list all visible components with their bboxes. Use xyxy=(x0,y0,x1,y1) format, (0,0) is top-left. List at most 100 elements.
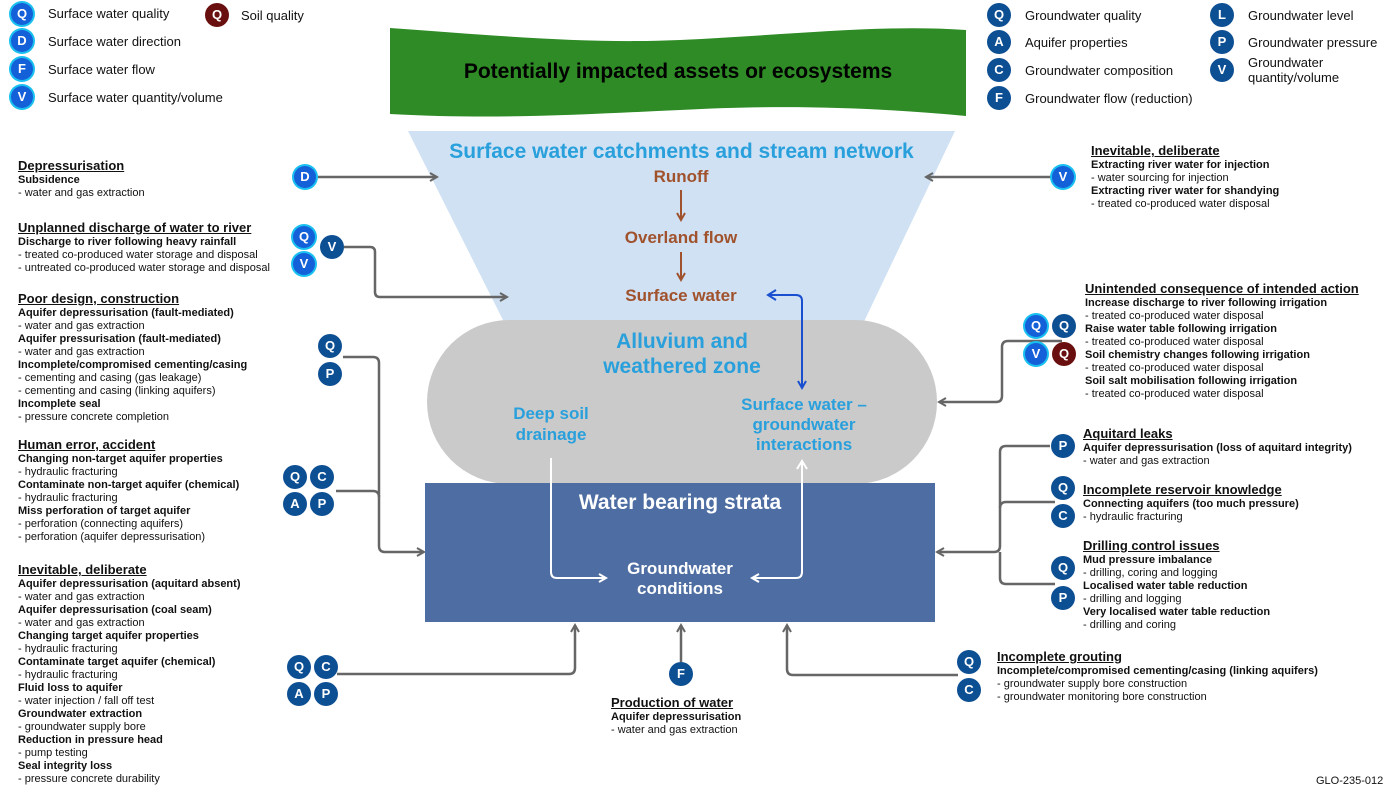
activity: - groundwater supply bore construction xyxy=(997,678,1188,690)
overland-flow-label: Overland flow xyxy=(624,228,738,247)
catchment-title: Surface water catchments and stream netw… xyxy=(449,140,914,163)
impact-badge-p: P xyxy=(1051,434,1075,458)
connector-aquitard xyxy=(937,444,1050,552)
impact-badge-q: Q xyxy=(283,465,307,489)
legend-badge-gw-f: F xyxy=(987,86,1011,110)
activity: - hydraulic fracturing xyxy=(18,643,118,655)
activity: - hydraulic fracturing xyxy=(18,669,118,681)
connector-reservoir xyxy=(998,500,1055,509)
alluvium-title-line1: Alluvium and xyxy=(616,330,748,353)
block-heading: Unplanned discharge of water to river xyxy=(18,220,252,235)
cause: Aquifer pressurisation (fault-mediated) xyxy=(18,333,221,345)
legend-label: Groundwater quality xyxy=(1025,8,1142,23)
block-heading: Incomplete reservoir knowledge xyxy=(1083,482,1282,497)
legend-label: Aquifer properties xyxy=(1025,35,1128,50)
water-bearing-strata-zone xyxy=(425,483,935,622)
impact-badge-a: A xyxy=(283,492,307,516)
activity: - treated co-produced water disposal xyxy=(1091,198,1270,210)
impact-badge-p: P xyxy=(314,682,338,706)
block-heading: Production of water xyxy=(611,695,734,710)
cause: Raise water table following irrigation xyxy=(1085,323,1277,335)
legend-badge-gw-a: A xyxy=(987,30,1011,54)
block-heading: Inevitable, deliberate xyxy=(1091,143,1220,158)
impact-badge-q: Q xyxy=(1025,315,1047,337)
activity: - drilling and coring xyxy=(1083,619,1176,631)
impact-badge-q: Q xyxy=(1051,476,1075,500)
cause: Subsidence xyxy=(18,174,80,186)
activity: - hydraulic fracturing xyxy=(18,466,118,478)
impact-badge-q: Q xyxy=(1052,314,1076,338)
cause: Extracting river water for shandying xyxy=(1091,185,1280,197)
impact-badge-c: C xyxy=(314,655,338,679)
connector-unintended xyxy=(939,339,1062,402)
connector-poor-design xyxy=(343,355,424,552)
connector-unplanned xyxy=(344,245,507,297)
impact-badge-v: V xyxy=(320,235,344,259)
block-heading: Poor design, construction xyxy=(18,291,180,306)
activity: - drilling, coring and logging xyxy=(1083,567,1218,579)
connector-human-error xyxy=(336,489,381,498)
impact-badge-v: V xyxy=(1052,166,1074,188)
cause: Incomplete seal xyxy=(18,398,101,410)
groundwater-conditions-label: Groundwater conditions xyxy=(600,559,760,599)
impact-badge-a: A xyxy=(287,682,311,706)
connector-grouting xyxy=(787,625,958,677)
legend-label: Groundwater level xyxy=(1248,8,1354,23)
cause: Aquifer depressurisation (coal seam) xyxy=(18,604,212,616)
cause: Incomplete/compromised cementing/casing … xyxy=(997,665,1318,677)
cause: Aquifer depressurisation xyxy=(611,711,742,723)
cause: Extracting river water for injection xyxy=(1091,159,1270,171)
cause: Seal integrity loss xyxy=(18,760,113,772)
interaction-gw-arrow xyxy=(752,460,803,578)
legend-label: Groundwater flow (reduction) xyxy=(1025,91,1193,106)
banner-title: Potentially impacted assets or ecosystem… xyxy=(463,60,893,83)
legend-badge-surface-q: Q xyxy=(11,3,33,25)
activity: - hydraulic fracturing xyxy=(18,492,118,504)
cause: Soil chemistry changes following irrigat… xyxy=(1085,349,1310,361)
cause: Aquifer depressurisation (loss of aquita… xyxy=(1083,442,1352,454)
activity: - water sourcing for injection xyxy=(1091,172,1229,184)
activity: - water and gas extraction xyxy=(18,320,145,332)
alluvium-title: Alluvium and weathered zone xyxy=(560,329,804,379)
cause: Connecting aquifers (too much pressure) xyxy=(1083,498,1299,510)
activity: - pressure concrete completion xyxy=(18,411,170,423)
block-heading: Human error, accident xyxy=(18,437,156,452)
impact-badge-p: P xyxy=(310,492,334,516)
activity: - groundwater monitoring bore constructi… xyxy=(997,691,1207,703)
block-heading: Inevitable, deliberate xyxy=(18,562,147,577)
legend-label: Groundwater quantity/volume xyxy=(1248,55,1340,85)
cause: Reduction in pressure head xyxy=(18,734,163,746)
impact-badge-q: Q xyxy=(1051,556,1075,580)
legend-badge-gw-v: V xyxy=(1210,58,1234,82)
activity: - cementing and casing (linking aquifers… xyxy=(18,385,216,397)
strata-title: Water bearing strata xyxy=(578,491,782,514)
block-heading: Aquitard leaks xyxy=(1083,426,1173,441)
impact-badge-c: C xyxy=(957,678,981,702)
activity: - water injection / fall off test xyxy=(18,695,155,707)
activity: - drilling and logging xyxy=(1083,593,1182,605)
activity: - perforation (connecting aquifers) xyxy=(18,518,184,530)
impact-badge-q: Q xyxy=(318,334,342,358)
activity: - treated co-produced water disposal xyxy=(1085,388,1264,400)
impact-badge-c: C xyxy=(1051,504,1075,528)
legend-label: Surface water quantity/volume xyxy=(48,90,223,105)
connector-inevitable-left xyxy=(337,625,575,676)
cause: Changing non-target aquifer properties xyxy=(18,453,223,465)
activity: - treated co-produced water disposal xyxy=(1085,336,1264,348)
alluvium-title-line2: weathered zone xyxy=(603,355,761,378)
legend-label: Groundwater composition xyxy=(1025,63,1174,78)
cause: Groundwater extraction xyxy=(18,708,143,720)
cause: Discharge to river following heavy rainf… xyxy=(18,236,237,248)
legend-badge-soil-q: Q xyxy=(205,3,229,27)
impact-badge-q: Q xyxy=(293,226,315,248)
